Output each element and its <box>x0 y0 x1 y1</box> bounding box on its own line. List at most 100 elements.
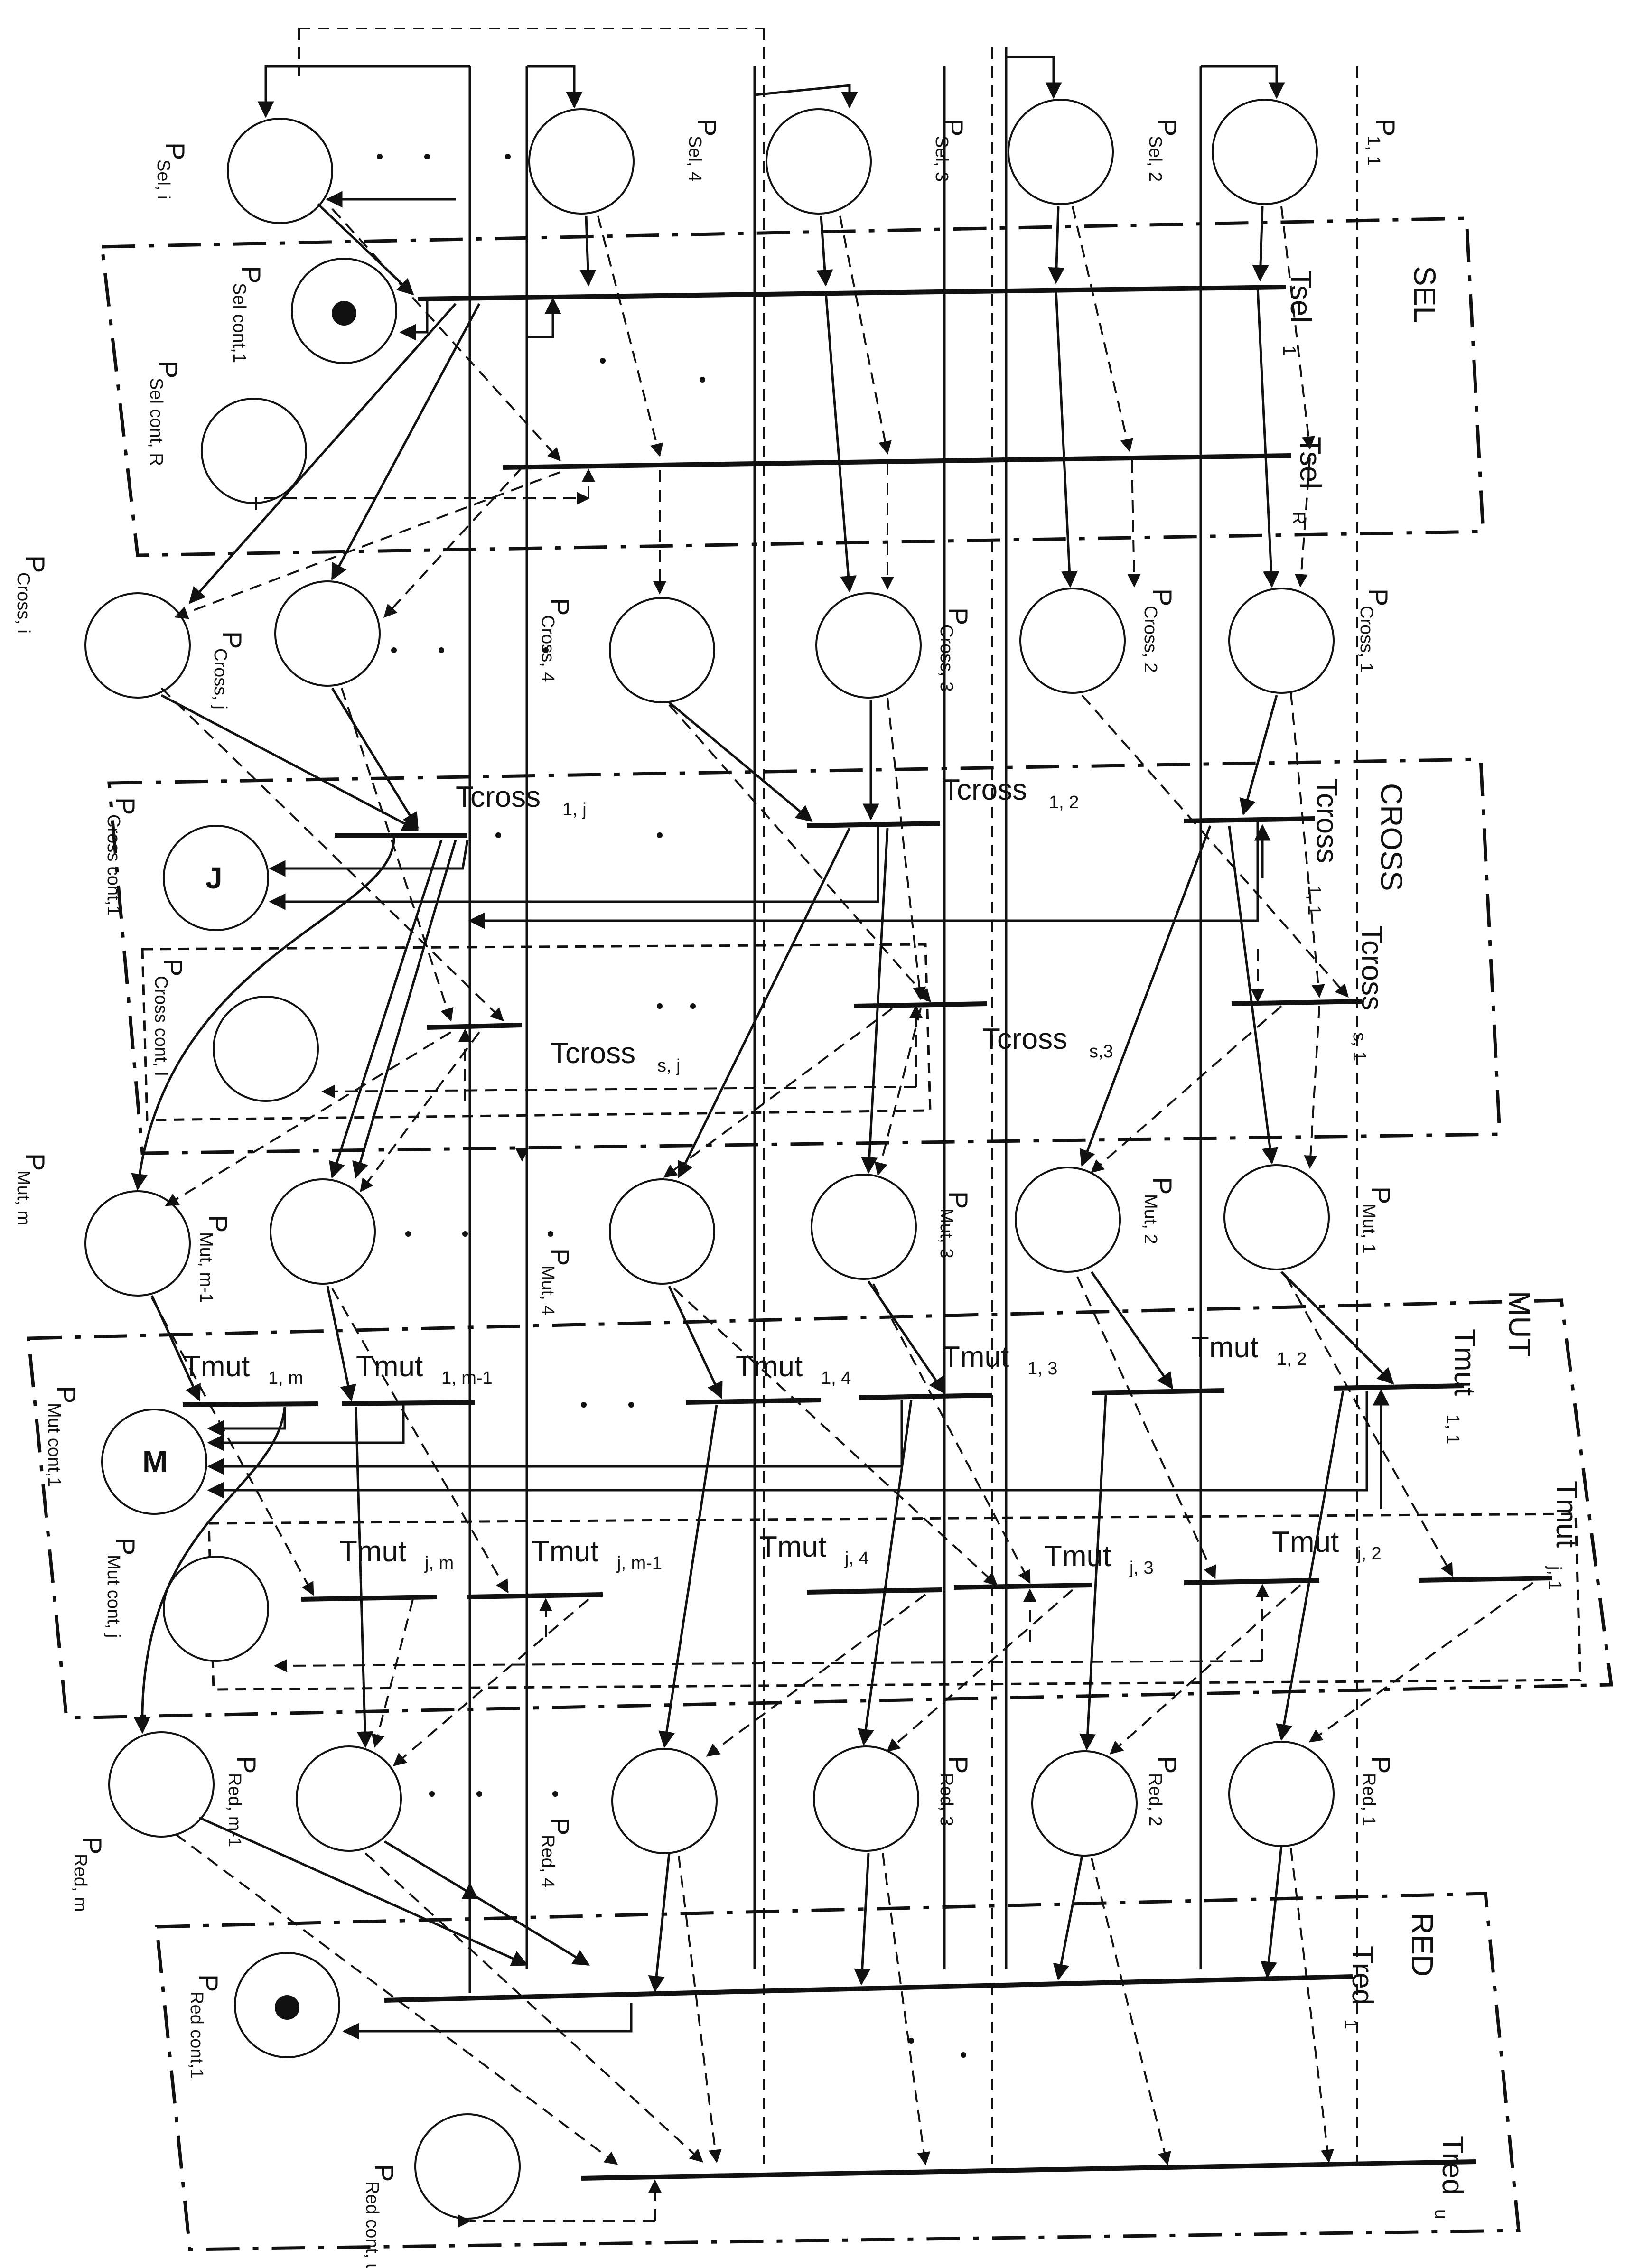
place-mut-3 <box>811 1174 917 1280</box>
place-mut-m1 <box>270 1178 376 1285</box>
svg-text:Mut, 3: Mut, 3 <box>936 1208 956 1259</box>
transition-tcross-12 <box>806 821 940 828</box>
cross-inner-frame <box>141 943 932 1121</box>
svg-text:Red cont,1: Red cont,1 <box>187 1991 206 2079</box>
svg-text:Cross, 3: Cross, 3 <box>936 625 956 691</box>
svg-text:Tmut: Tmut <box>356 1350 423 1383</box>
svg-text:s,3: s,3 <box>1089 1042 1113 1062</box>
cross-region-frame <box>107 757 1502 1155</box>
transition-tred-u <box>581 2159 1476 2181</box>
svg-text:Tmut: Tmut <box>183 1350 250 1383</box>
svg-text:1, 1: 1, 1 <box>1443 1414 1463 1444</box>
place-sel-4 <box>528 108 635 215</box>
svg-text:P: P <box>232 1756 261 1773</box>
transition-tmut-jm <box>301 1595 437 1602</box>
region-frames <box>27 216 1613 2251</box>
place-cross-cont-l <box>213 996 319 1102</box>
svg-text:1: 1 <box>1279 345 1299 355</box>
svg-text:P: P <box>203 1215 233 1232</box>
place-mut-cont-1 <box>101 1409 207 1515</box>
svg-text:Cross, 2: Cross, 2 <box>1140 606 1160 672</box>
svg-text:Sel, i: Sel, i <box>153 159 173 199</box>
place-mut-m <box>84 1190 191 1297</box>
svg-text:Red, 2: Red, 2 <box>1145 1773 1165 1826</box>
svg-text:Tmut: Tmut <box>1191 1331 1258 1364</box>
svg-text:1, m-1: 1, m-1 <box>441 1368 493 1388</box>
svg-text:P: P <box>111 797 140 815</box>
svg-text:s, j: s, j <box>657 1056 681 1076</box>
svg-text:P: P <box>1363 588 1393 606</box>
svg-text:P: P <box>939 119 969 136</box>
svg-text:Tmut: Tmut <box>1272 1526 1339 1559</box>
svg-text:j, m-1: j, m-1 <box>616 1553 662 1573</box>
place-mut-2 <box>1015 1167 1121 1273</box>
svg-text:j, 1: j, 1 <box>1545 1566 1565 1590</box>
svg-text:P: P <box>194 1974 224 1992</box>
svg-text:P: P <box>943 1191 973 1209</box>
svg-text:1, 3: 1, 3 <box>1027 1359 1057 1379</box>
svg-text:P: P <box>943 607 973 625</box>
token-sel-cont-1 <box>332 301 356 326</box>
place-red-1 <box>1228 1741 1335 1847</box>
token-mut-cont-1: M <box>142 1445 168 1479</box>
svg-text:Red, 4: Red, 4 <box>538 1835 558 1888</box>
transition-tsel-r <box>503 453 1291 470</box>
transition-tcross-sj <box>427 1023 523 1030</box>
svg-text:Red, 1: Red, 1 <box>1359 1773 1379 1826</box>
transition-tmut-14 <box>685 1398 822 1405</box>
svg-text:Cross, 4: Cross, 4 <box>538 615 558 682</box>
svg-text:P: P <box>1148 588 1177 606</box>
transition-tmut-1m <box>182 1401 318 1407</box>
svg-text:Tcross: Tcross <box>551 1037 635 1070</box>
svg-text:j, m: j, m <box>424 1553 454 1573</box>
svg-text:1, j: 1, j <box>562 800 587 820</box>
transition-tmut-j1 <box>1419 1576 1552 1583</box>
transition-tcross-11 <box>1184 816 1315 823</box>
svg-text:Mut, m-1: Mut, m-1 <box>196 1232 216 1303</box>
place-red-m <box>108 1731 215 1838</box>
svg-text:P: P <box>1148 1177 1177 1195</box>
svg-text:1, m: 1, m <box>268 1368 303 1388</box>
transition-tsel-1 <box>417 285 1287 301</box>
dashed-arcs <box>151 206 1534 2228</box>
token-cross-cont-1: J <box>205 861 223 895</box>
place-red-3 <box>813 1745 919 1852</box>
svg-text:Tmut: Tmut <box>736 1350 803 1383</box>
svg-text:Tcross: Tcross <box>456 781 541 813</box>
svg-text:P: P <box>1152 119 1182 136</box>
svg-text:P: P <box>1152 1756 1182 1773</box>
svg-text:Tmut: Tmut <box>1044 1540 1111 1573</box>
place-red-cont-u <box>414 2113 521 2220</box>
place-sel-cont-r <box>201 398 307 504</box>
transition-tmut-j4 <box>806 1587 943 1595</box>
svg-text:Tmut: Tmut <box>1448 1329 1481 1396</box>
region-label-cross: CROSS <box>1374 783 1409 891</box>
svg-text:Tmut: Tmut <box>1550 1481 1583 1548</box>
svg-text:Tsel: Tsel <box>1294 437 1326 489</box>
svg-text:1, 4: 1, 4 <box>821 1368 851 1388</box>
place-mut-1 <box>1223 1164 1330 1270</box>
place-red-m1 <box>296 1745 402 1852</box>
place-sel-i <box>227 118 333 224</box>
place-sel-3 <box>766 108 872 215</box>
mut-region-frame <box>27 1298 1613 1720</box>
svg-text:j, 4: j, 4 <box>844 1549 869 1568</box>
svg-text:Red, m: Red, m <box>70 1854 90 1912</box>
svg-text:P: P <box>217 631 247 649</box>
svg-text:Mut, m: Mut, m <box>13 1170 33 1225</box>
svg-text:P: P <box>236 266 266 283</box>
svg-text:Tcross: Tcross <box>1310 778 1343 863</box>
svg-text:Cross cont, l: Cross cont, l <box>151 976 171 1076</box>
svg-text:Tmut: Tmut <box>339 1535 406 1568</box>
svg-text:1, 2: 1, 2 <box>1049 793 1079 812</box>
transition-tmut-j2 <box>1184 1578 1320 1585</box>
svg-text:P: P <box>77 1837 107 1854</box>
svg-text:P: P <box>160 142 190 160</box>
transition-tcross-s3 <box>854 1001 988 1008</box>
transition-tcross-s1 <box>1231 999 1363 1006</box>
svg-text:P: P <box>692 119 722 136</box>
svg-text:Mut cont,1: Mut cont,1 <box>44 1403 64 1487</box>
svg-text:Mut cont, j: Mut cont, j <box>103 1555 123 1638</box>
svg-text:P: P <box>1366 1186 1396 1204</box>
place-mut-4 <box>609 1178 715 1285</box>
